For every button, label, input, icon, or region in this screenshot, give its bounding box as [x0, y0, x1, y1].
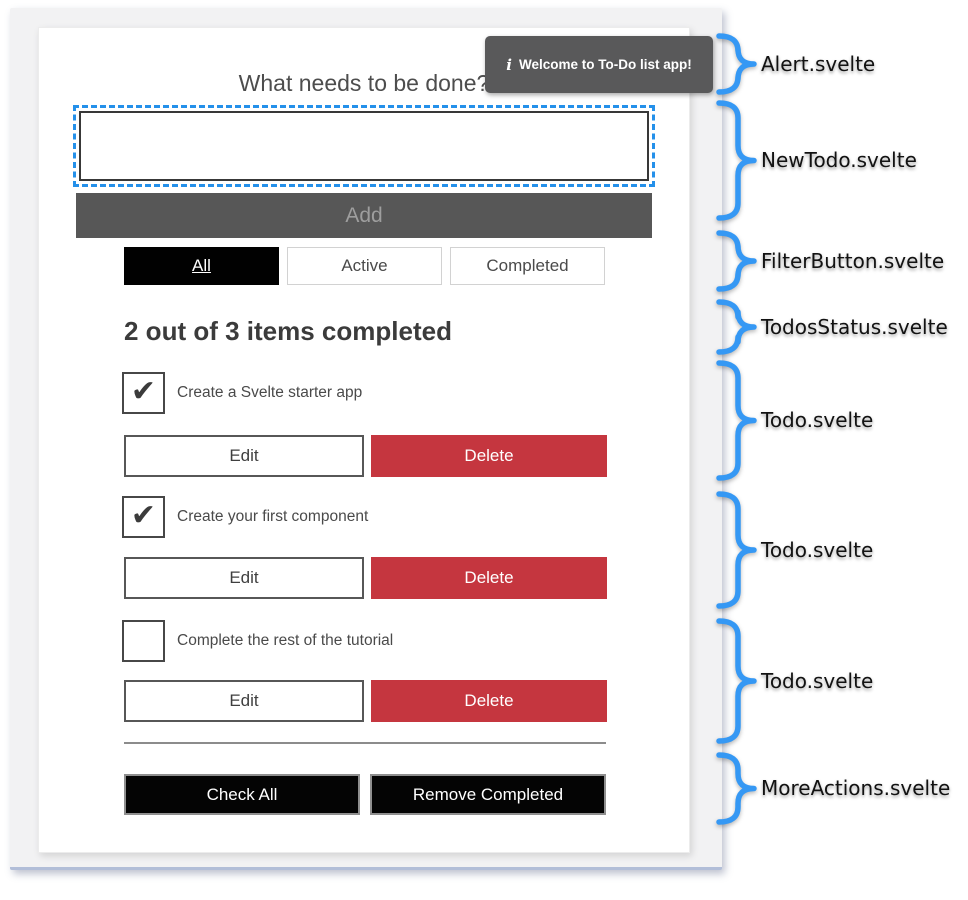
todo-checkbox[interactable]: ✔ — [122, 620, 165, 662]
annotation-label-alert: Alert.svelte — [761, 52, 876, 76]
check-all-button[interactable]: Check All — [124, 774, 360, 815]
alert-toast[interactable]: i Welcome to To-Do list app! — [485, 36, 713, 93]
page-title: What needs to be done? — [238, 70, 490, 96]
annotation-label-newtodo: NewTodo.svelte — [761, 148, 917, 172]
new-todo-input[interactable] — [73, 105, 655, 187]
todo-button-row: Edit Delete — [124, 435, 607, 477]
brace-icon — [716, 299, 757, 355]
todo-checkbox[interactable]: ✔ — [122, 372, 165, 414]
todo-checkbox[interactable]: ✔ — [122, 496, 165, 538]
brace-icon — [716, 618, 757, 744]
brace-icon — [716, 100, 757, 221]
filter-button-completed[interactable]: Completed — [450, 247, 605, 285]
filter-button-group: All Active Completed — [124, 247, 605, 285]
todo-button-row: Edit Delete — [124, 680, 607, 722]
filter-button-active[interactable]: Active — [287, 247, 442, 285]
annotation-label-todo-2: Todo.svelte — [761, 538, 874, 562]
edit-button[interactable]: Edit — [124, 435, 364, 477]
annotation-label-todo-1: Todo.svelte — [761, 408, 874, 432]
todo-button-row: Edit Delete — [124, 557, 607, 599]
todo-label[interactable]: Create your first component — [177, 508, 369, 525]
edit-button[interactable]: Edit — [124, 680, 364, 722]
annotation-label-filterbutton: FilterButton.svelte — [761, 249, 945, 273]
divider — [124, 742, 606, 744]
annotation-label-todosstatus: TodosStatus.svelte — [761, 315, 948, 339]
info-icon: i — [506, 55, 512, 74]
checkmark-icon: ✔ — [130, 374, 157, 408]
todo-label[interactable]: Create a Svelte starter app — [177, 384, 363, 401]
more-actions-row: Check All Remove Completed — [124, 774, 606, 815]
remove-completed-button[interactable]: Remove Completed — [370, 774, 606, 815]
alert-text: Welcome to To-Do list app! — [518, 57, 692, 72]
brace-icon — [716, 230, 757, 292]
checkmark-icon: ✔ — [130, 498, 157, 532]
delete-button[interactable]: Delete — [371, 557, 607, 599]
delete-button[interactable]: Delete — [371, 435, 607, 477]
delete-button[interactable]: Delete — [371, 680, 607, 722]
add-button[interactable]: Add — [76, 193, 652, 238]
edit-button[interactable]: Edit — [124, 557, 364, 599]
todo-label[interactable]: Complete the rest of the tutorial — [177, 632, 394, 649]
annotation-label-todo-3: Todo.svelte — [761, 669, 874, 693]
brace-icon — [716, 752, 757, 825]
annotation-label-moreactions: MoreActions.svelte — [761, 776, 951, 800]
brace-icon — [716, 491, 757, 609]
todos-status-heading: 2 out of 3 items completed — [124, 316, 452, 346]
brace-icon — [716, 360, 757, 481]
brace-icon — [716, 33, 757, 95]
filter-button-all[interactable]: All — [124, 247, 279, 285]
